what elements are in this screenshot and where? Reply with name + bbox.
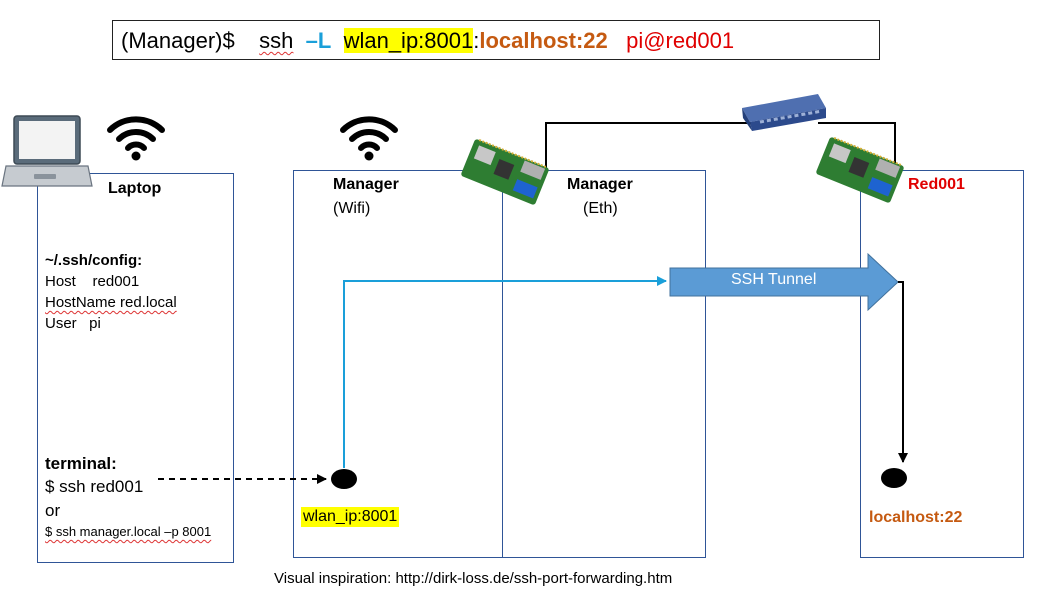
config-host: Host red001 xyxy=(45,273,140,290)
local-forward-flag: –L xyxy=(305,28,332,53)
terminal-cmd2: $ ssh manager.local –p 8001 xyxy=(45,524,212,539)
wlan-endpoint-label: wlan_ip:8001 xyxy=(301,507,400,527)
terminal-cmd1: $ ssh red001 xyxy=(45,477,144,496)
config-hostname: HostName red.local xyxy=(45,294,177,311)
red001-panel xyxy=(860,170,1024,558)
wlan-endpoint-dot xyxy=(331,469,357,489)
manager-wifi-sub: (Wifi) xyxy=(333,200,371,217)
wifi-icon xyxy=(340,116,398,161)
tunnel-exit-line xyxy=(898,281,908,463)
manager-divider xyxy=(502,170,503,558)
target-address: localhost:22 xyxy=(479,28,608,53)
bind-address: wlan_ip:8001 xyxy=(343,28,474,53)
manager-eth-sub: (Eth) xyxy=(583,200,618,217)
laptop-icon xyxy=(1,115,93,187)
raspberry-pi-icon xyxy=(461,139,549,205)
footer-credit: Visual inspiration: http://dirk-loss.de/… xyxy=(274,570,673,587)
eth-cable-red001 xyxy=(818,122,896,174)
user-host: pi@red001 xyxy=(626,28,735,53)
laptop-panel xyxy=(37,173,234,563)
manager-eth-title: Manager xyxy=(567,176,633,193)
manager-wifi-title: Manager xyxy=(333,176,399,193)
wifi-forward-line xyxy=(343,276,667,468)
red001-title: Red001 xyxy=(908,176,965,193)
network-switch-icon xyxy=(742,94,826,131)
ssh-tunnel-arrow xyxy=(669,252,899,312)
terminal-header: terminal: xyxy=(45,454,117,473)
ssh-tunnel-label: SSH Tunnel xyxy=(731,271,817,288)
config-header: ~/.ssh/config: xyxy=(45,252,143,269)
terminal-or: or xyxy=(45,501,61,520)
wifi-icon xyxy=(107,116,165,161)
ssh-keyword: ssh xyxy=(259,28,294,53)
config-user: User pi xyxy=(45,315,101,332)
prompt-prefix: (Manager)$ xyxy=(121,28,235,53)
localhost-endpoint-dot xyxy=(881,468,907,488)
laptop-title: Laptop xyxy=(108,180,162,197)
raspberry-pi-icon xyxy=(816,137,904,203)
eth-cable xyxy=(545,122,768,174)
separator: : xyxy=(473,28,480,53)
ssh-command-box: (Manager)$ ssh –L wlan_ip:8001:localhost… xyxy=(112,20,880,60)
localhost-endpoint-label: localhost:22 xyxy=(869,509,963,526)
